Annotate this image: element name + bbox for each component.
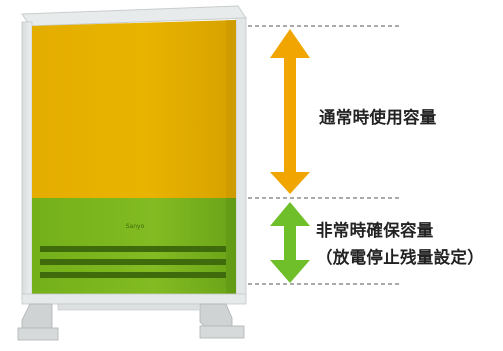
- left-leg-foot: [17, 327, 59, 341]
- arrow-shaft: [284, 56, 296, 174]
- arrow-shaft: [284, 224, 296, 262]
- normal-capacity-zone: [32, 20, 236, 198]
- arrow-head-down: [270, 260, 310, 283]
- battery-unit: Sanyo: [21, 5, 247, 305]
- vent-slot: [40, 272, 226, 278]
- arrow-head-up: [270, 29, 310, 58]
- brand-mark: Sanyo: [126, 223, 145, 230]
- reserve-capacity-arrow: [270, 202, 310, 283]
- normal-capacity-label: 通常時使用容量: [319, 108, 437, 127]
- center-brace: [57, 303, 201, 311]
- reserve-capacity-note: （放電停止残量設定）: [316, 248, 484, 267]
- reference-lines: [248, 25, 400, 285]
- vent-slots: [40, 246, 226, 278]
- battery-base: [21, 293, 247, 305]
- battery-right-frame: [235, 17, 247, 301]
- normal-capacity-arrow: [270, 29, 310, 194]
- battery-left-frame: [21, 21, 33, 301]
- normal-zone-side-shade: [226, 20, 236, 198]
- arrow-head-down: [270, 172, 310, 194]
- right-leg-foot: [199, 325, 245, 339]
- vent-slot: [40, 259, 226, 265]
- mounting-stand: [17, 303, 245, 341]
- reserve-zone-side-shade: [226, 198, 236, 296]
- arrow-head-up: [270, 202, 310, 226]
- reserve-capacity-label: 非常時確保容量: [316, 221, 434, 240]
- vent-slot: [40, 246, 226, 252]
